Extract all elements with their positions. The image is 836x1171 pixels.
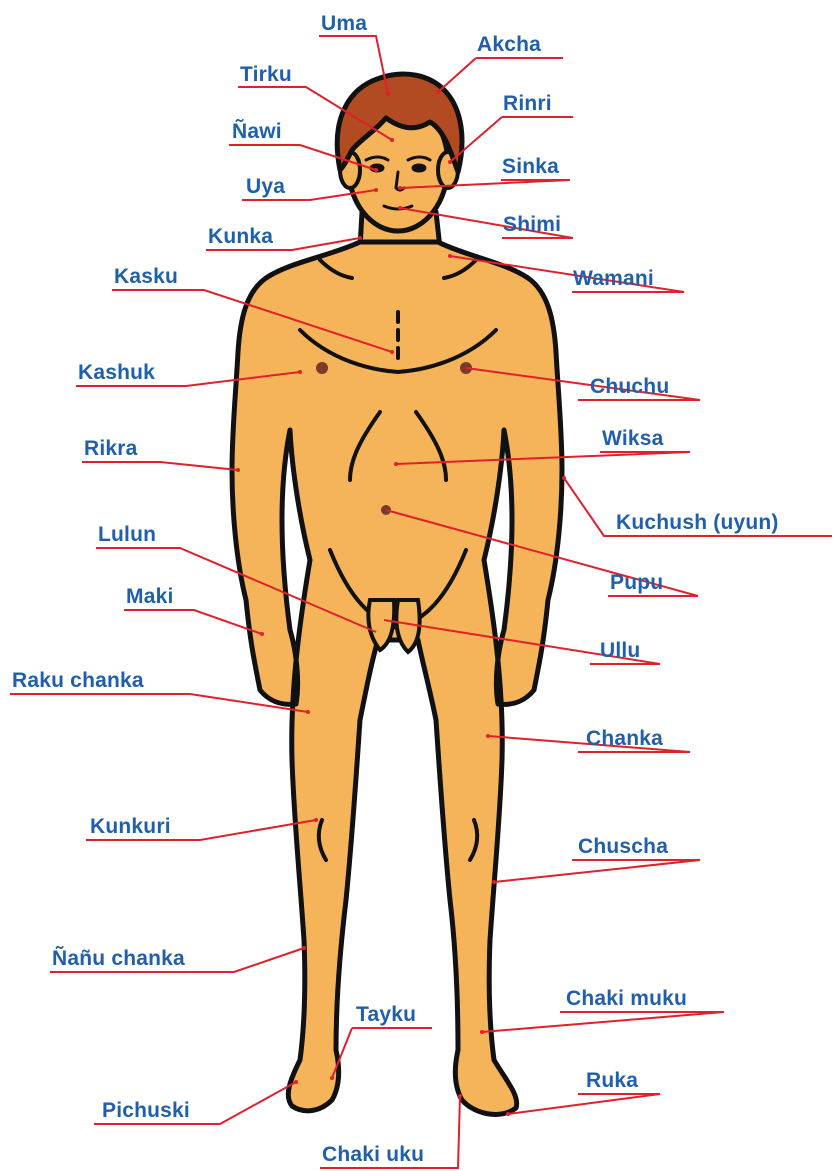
label-pupu: Pupu (610, 571, 663, 595)
label-ruka: Ruka (586, 1069, 638, 1093)
leader-chuscha (494, 860, 700, 882)
leader-tayku (332, 1028, 432, 1078)
leader-akcha (438, 58, 563, 92)
label-kunkuri: Kunkuri (90, 815, 171, 839)
label-wamani: Wamani (573, 267, 654, 291)
label-kasku: Kasku (114, 265, 178, 289)
label-chaki-muku: Chaki muku (566, 987, 687, 1011)
label-shimi: Shimi (503, 213, 561, 237)
label-akcha: Akcha (477, 33, 541, 57)
label-chanka: Chanka (586, 727, 663, 751)
label-chuscha: Chuscha (578, 835, 668, 859)
label-tayku: Tayku (356, 1003, 416, 1027)
label-kashuk: Kashuk (78, 361, 155, 385)
label-raku-chanka: Raku chanka (12, 669, 144, 693)
label-uma: Uma (321, 12, 367, 36)
label-chuchu: Chuchu (590, 375, 669, 399)
label-sinka: Sinka (502, 155, 559, 179)
leader-ruka (508, 1094, 660, 1114)
leader-maki (124, 610, 262, 634)
leader-rikra (82, 462, 238, 470)
leader-chaki-muku (482, 1012, 724, 1032)
label-kunka: Kunka (208, 225, 273, 249)
label-tirku: Tirku (240, 63, 292, 87)
label-wiksa: Wiksa (602, 427, 664, 451)
label-chaki-uku: Chaki uku (322, 1143, 424, 1167)
label-lulun: Lulun (98, 523, 156, 547)
label-nanu-chanka: Ñañu chanka (52, 947, 185, 971)
label-kuchush: Kuchush (uyun) (616, 511, 779, 535)
label-maki: Maki (126, 585, 174, 609)
label-nawi: Ñawi (232, 120, 282, 144)
label-rikra: Rikra (84, 437, 138, 461)
label-uya: Uya (246, 175, 285, 199)
label-pichuski: Pichuski (102, 1099, 190, 1123)
label-ullu: Ullu (600, 639, 640, 663)
label-rinri: Rinri (503, 92, 552, 116)
